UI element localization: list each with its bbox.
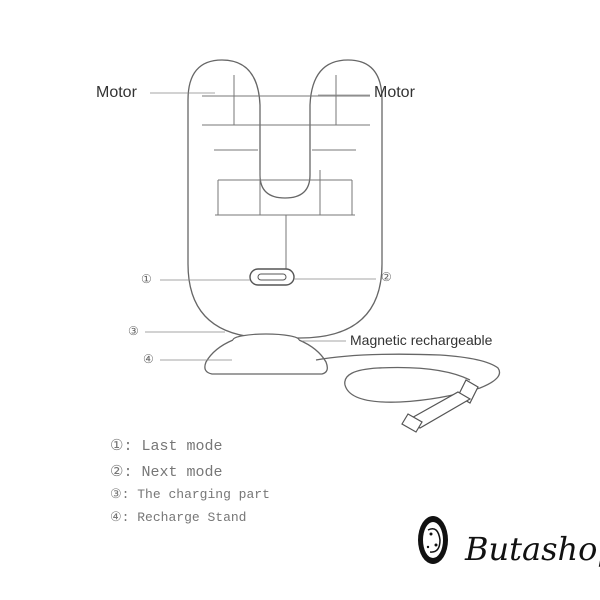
callout-1: ① [141,272,152,286]
brand-logo [418,516,448,564]
leader-lines [145,92,376,361]
motor-label-right: Motor [374,84,415,101]
callout-2: ② [381,270,392,284]
brand-name: Butashop [465,530,600,568]
legend-item-last-mode: ①: Last mode [110,438,223,455]
callout-4: ④ [143,352,154,366]
legend-item-charging-part: ③: The charging part [110,487,270,502]
usb-cable [315,353,501,403]
device-inner-lines [202,75,370,270]
mode-button [249,268,295,286]
callout-3: ③ [128,324,139,338]
usb-plug [401,379,479,433]
device-body [187,59,383,339]
recharge-stand [204,339,328,375]
legend-item-recharge-stand: ④: Recharge Stand [110,510,247,525]
motor-label-left: Motor [96,84,137,101]
legend-item-next-mode: ②: Next mode [110,464,223,481]
magnetic-rechargeable-label: Magnetic rechargeable [350,332,493,348]
